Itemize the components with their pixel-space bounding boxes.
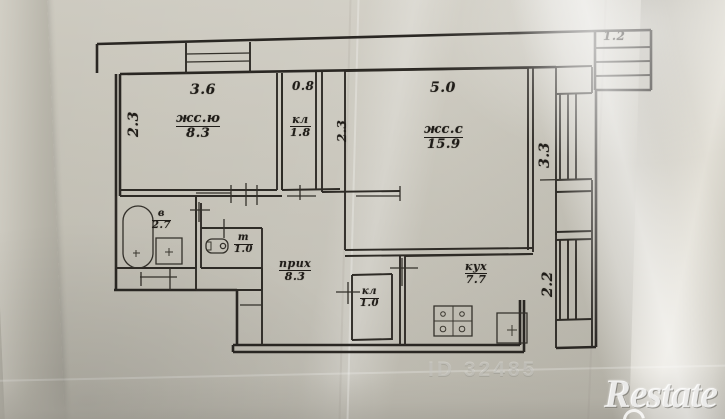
room-label-bathroom: в 2.7: [152, 208, 171, 232]
room-name-living-right: жc.c: [424, 122, 464, 137]
room-area-toilet: 1.0: [234, 244, 253, 256]
room-name-closet-top: кл: [292, 113, 309, 126]
room-area-closet-bottom: 1.0: [360, 298, 379, 310]
room-area-bathroom: 2.7: [152, 220, 171, 232]
room-name-toilet: т: [237, 232, 249, 243]
room-name-bathroom: в: [157, 208, 165, 219]
room-name-hallway: прих: [279, 257, 312, 270]
dimension-top-right: 5.0: [430, 80, 456, 96]
watermark-id: ID 32485: [428, 358, 538, 381]
dimension-right-lower: 2.2: [540, 271, 556, 297]
room-label-closet-bottom: кл 1.0: [360, 286, 379, 310]
dimension-left-wall: 2.3: [126, 111, 142, 137]
room-label-hallway: прих 8.3: [279, 257, 312, 282]
room-area-living-right: 15.9: [424, 137, 464, 151]
room-label-closet-top: кл 1.8: [290, 114, 311, 138]
watermark-brand: Restate: [604, 370, 718, 419]
dimension-top-left: 3.6: [190, 82, 216, 98]
room-label-kitchen: кух 7.7: [465, 260, 488, 287]
dimension-right-upper: 3.3: [537, 142, 553, 168]
dimension-mid-wall: 2.3: [335, 119, 349, 142]
watermark-brand-text: Restate: [604, 371, 718, 416]
dimension-balcony-top-right: 1.2: [603, 29, 626, 43]
room-area-closet-top: 1.8: [290, 126, 311, 140]
room-label-living-right: жc.c 15.9: [424, 122, 464, 152]
room-name-living-left: жc.ю: [176, 111, 221, 126]
room-name-closet-bottom: кл: [361, 286, 377, 297]
room-area-kitchen: 7.7: [465, 273, 488, 287]
room-label-living-left: жc.ю 8.3: [176, 111, 221, 141]
dimension-top-closet: 0.8: [292, 79, 315, 93]
room-area-hallway: 8.3: [279, 270, 312, 282]
room-area-living-left: 8.3: [176, 126, 221, 140]
room-label-toilet: т 1.0: [234, 232, 253, 256]
room-name-kitchen: кух: [465, 260, 488, 273]
